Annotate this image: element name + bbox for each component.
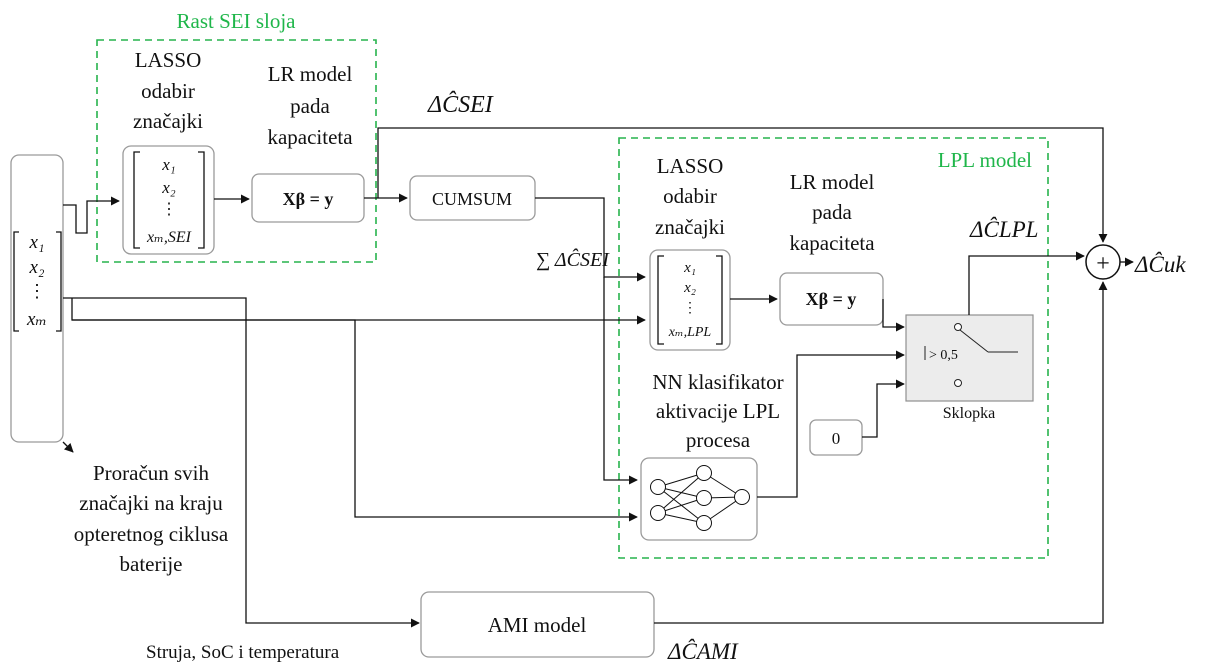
switch-threshold: > 0,5 (929, 348, 958, 363)
lr-lpl-equation: Xβ = y (806, 289, 857, 309)
lasso-sei-title: LASSO odabir značajki (133, 48, 203, 133)
sei-vector-item: ⋮ (161, 201, 177, 218)
sei-vector-item: x₂ (161, 178, 176, 197)
lr-sei-line: LR model (268, 62, 353, 86)
lpl-group-title: LPL model (938, 148, 1032, 172)
lasso-sei-line: LASSO (135, 48, 202, 72)
ami-model-block: AMI model (420, 591, 655, 658)
neural-network-icon (650, 465, 750, 531)
sei-group-title: Rast SEI sloja (177, 9, 297, 33)
wire-ami-to-sum (654, 281, 1108, 624)
wire-nn-to-switch (757, 350, 905, 498)
wire-input-to-note (62, 441, 74, 453)
lpl-vector-item: x₁ (683, 260, 696, 276)
summing-junction: + (1085, 244, 1121, 280)
constant-zero-label: 0 (832, 429, 841, 448)
lpl-vector-item: ⋮ (683, 301, 697, 316)
lr-sei-line: kapaciteta (267, 125, 353, 149)
sei-feature-vector: x₁ x₂ ⋮ xₘ,SEI (122, 145, 215, 255)
lpl-feature-vector: x₁ x₂ ⋮ xₘ,LPL (649, 249, 731, 351)
wire-cumsum-to-lpl-lasso (535, 197, 646, 282)
lasso-sei-line: značajki (133, 109, 203, 133)
signal-delta-c-sei: ΔĈSEI (427, 91, 494, 118)
input-vector-item: xₘ (26, 309, 47, 330)
wire-zero-to-switch (862, 379, 905, 438)
constant-zero-block: 0 (809, 419, 863, 456)
wire-dc-sei-to-sum (377, 127, 1108, 243)
ami-model-label: AMI model (488, 613, 587, 637)
lasso-lpl-line: odabir (663, 184, 717, 208)
sei-vector-item: x₁ (161, 155, 175, 174)
nn-title-line: procesa (686, 428, 751, 452)
lr-lpl-line: kapaciteta (789, 231, 875, 255)
lasso-lpl-line: značajki (655, 215, 725, 239)
wire-lr-lpl-to-switch (882, 299, 905, 332)
lpl-vector-item: x₂ (683, 280, 696, 296)
nn-title-line: aktivacije LPL (656, 399, 780, 423)
sum-plus-sign: + (1096, 251, 1110, 277)
wire-input-to-ami (63, 297, 420, 628)
wire-input-to-sei-lasso (63, 196, 120, 234)
signal-delta-c-lpl: ΔĈLPL (969, 216, 1038, 242)
lr-sei-title: LR model pada kapaciteta (267, 62, 353, 149)
lr-sei-block: Xβ = y (251, 173, 365, 223)
lpl-group-boundary (618, 137, 1049, 559)
switch-block: > 0,5 (905, 314, 1034, 402)
cumsum-label: CUMSUM (432, 189, 512, 209)
wire-switch-to-sum (968, 251, 1085, 315)
nn-classifier-title: NN klasifikator aktivacije LPL procesa (652, 370, 783, 452)
feature-computation-note: Proračun svih značajki na kraju opteretn… (74, 461, 229, 576)
lasso-lpl-line: LASSO (657, 154, 724, 178)
feature-note-line: Proračun svih (93, 461, 210, 485)
input-vector-item: ⋮ (28, 281, 46, 301)
feature-note-line: opteretnog ciklusa (74, 522, 229, 546)
feature-note-line: baterije (120, 552, 183, 576)
switch-label: Sklopka (943, 405, 995, 422)
lr-sei-equation: Xβ = y (283, 189, 334, 209)
input-vector-item: x₁ (28, 232, 44, 253)
signal-delta-c-ami: ΔĈAMI (667, 638, 739, 664)
sei-vector-item: xₘ,SEI (146, 229, 192, 246)
feature-note-line: značajki na kraju (79, 491, 223, 515)
wire-cumsum-to-nn (603, 277, 638, 485)
input-feature-vector: x₁ x₂ ⋮ xₘ (10, 154, 64, 443)
lasso-lpl-title: LASSO odabir značajki (655, 154, 725, 239)
lr-lpl-title: LR model pada kapaciteta (789, 170, 875, 255)
lr-lpl-line: LR model (790, 170, 875, 194)
input-vector-item: x₂ (28, 257, 44, 278)
lr-lpl-line: pada (812, 200, 852, 224)
lpl-vector-item: xₘ,LPL (668, 325, 712, 340)
signal-sum-delta-c-sei: ∑ ΔĈSEI (536, 247, 610, 271)
cumsum-block: CUMSUM (409, 175, 536, 221)
nn-classifier-block (640, 457, 758, 541)
lasso-sei-line: odabir (141, 79, 195, 103)
signal-delta-c-uk: ΔĈuk (1134, 251, 1186, 277)
lr-lpl-block: Xβ = y (779, 272, 884, 326)
lr-sei-line: pada (290, 94, 330, 118)
nn-title-line: NN klasifikator (652, 370, 783, 394)
sei-group-boundary (96, 39, 377, 263)
ami-inputs-label: Struja, SoC i temperatura (146, 642, 340, 663)
